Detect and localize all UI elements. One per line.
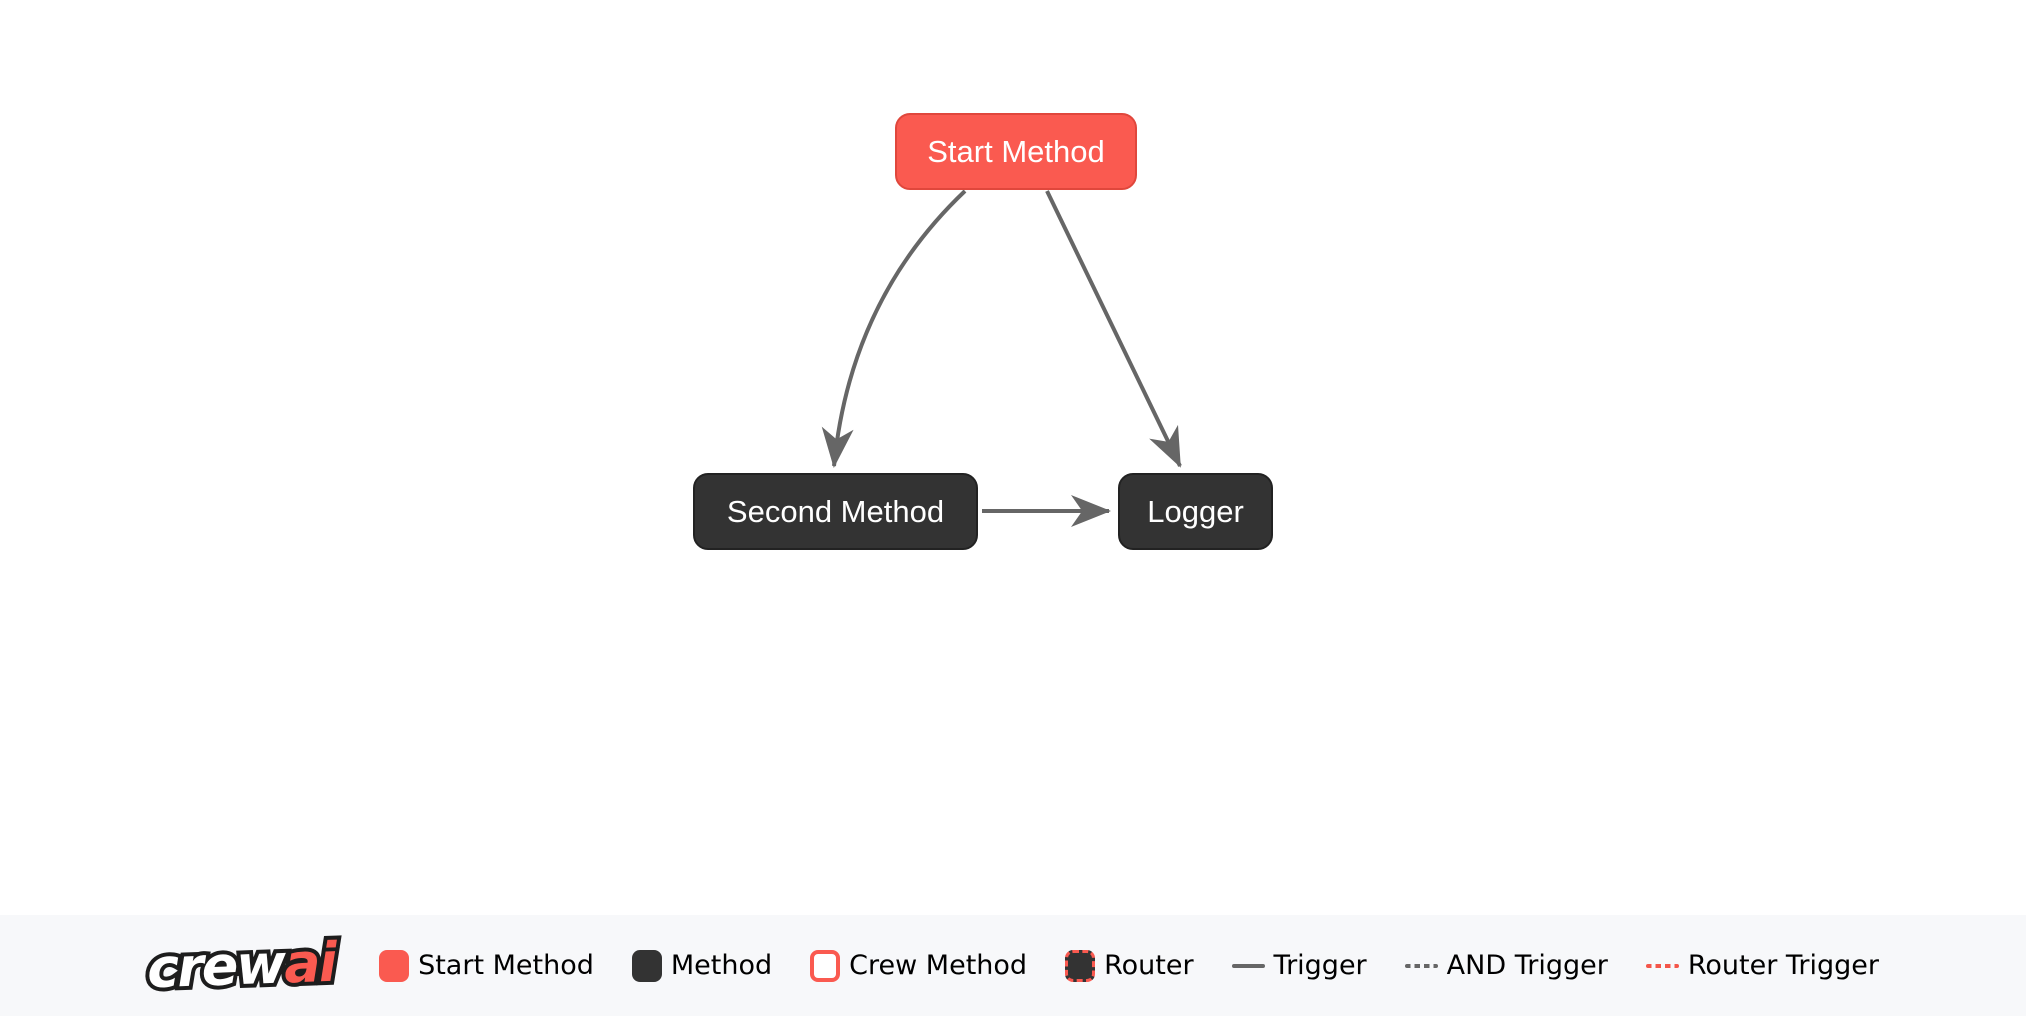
legend-label-crew-method: Crew Method bbox=[849, 950, 1028, 981]
legend-bar: crewai Start Method Method Crew Method R… bbox=[0, 915, 2026, 1016]
legend-item-and-trigger: AND Trigger bbox=[1404, 950, 1608, 981]
crewai-logo-crew: crew bbox=[142, 929, 289, 1005]
flow-canvas: Start Method Second Method Logger bbox=[693, 113, 1273, 550]
edge-start-to-logger bbox=[1045, 190, 1182, 468]
trigger-line-icon bbox=[1231, 963, 1265, 968]
legend-item-trigger: Trigger bbox=[1231, 950, 1367, 981]
legend-item-start-method: Start Method bbox=[379, 949, 594, 982]
legend-item-method: Method bbox=[631, 949, 773, 982]
node-second-method[interactable]: Second Method bbox=[693, 473, 978, 550]
node-logger[interactable]: Logger bbox=[1118, 473, 1273, 550]
legend-label-start-method: Start Method bbox=[418, 950, 594, 981]
legend-item-router: Router bbox=[1065, 949, 1194, 982]
legend-label-method: Method bbox=[670, 950, 773, 981]
router-trigger-line-icon bbox=[1645, 963, 1679, 968]
flow-edges-layer bbox=[821, 189, 1182, 527]
and-trigger-line-icon bbox=[1404, 963, 1438, 968]
node-start-method[interactable]: Start Method bbox=[895, 113, 1137, 190]
legend-label-router-trigger: Router Trigger bbox=[1687, 950, 1880, 981]
edge-start-to-second bbox=[821, 189, 967, 468]
method-box-icon bbox=[631, 949, 662, 982]
legend-label-and-trigger: AND Trigger bbox=[1446, 950, 1608, 981]
router-box-icon bbox=[1065, 949, 1096, 982]
node-logger-label: Logger bbox=[1147, 493, 1244, 529]
node-start-method-label: Start Method bbox=[927, 133, 1105, 169]
crew-method-box-icon bbox=[810, 949, 841, 982]
crewai-logo-ai: ai bbox=[279, 927, 340, 1000]
legend-label-router: Router bbox=[1104, 950, 1194, 981]
start-method-box-icon bbox=[379, 949, 410, 982]
node-second-method-label: Second Method bbox=[726, 493, 945, 529]
crewai-logo: crewai bbox=[142, 927, 340, 1005]
legend-item-crew-method: Crew Method bbox=[810, 949, 1028, 982]
legend-label-trigger: Trigger bbox=[1273, 950, 1367, 981]
legend-item-router-trigger: Router Trigger bbox=[1645, 950, 1880, 981]
